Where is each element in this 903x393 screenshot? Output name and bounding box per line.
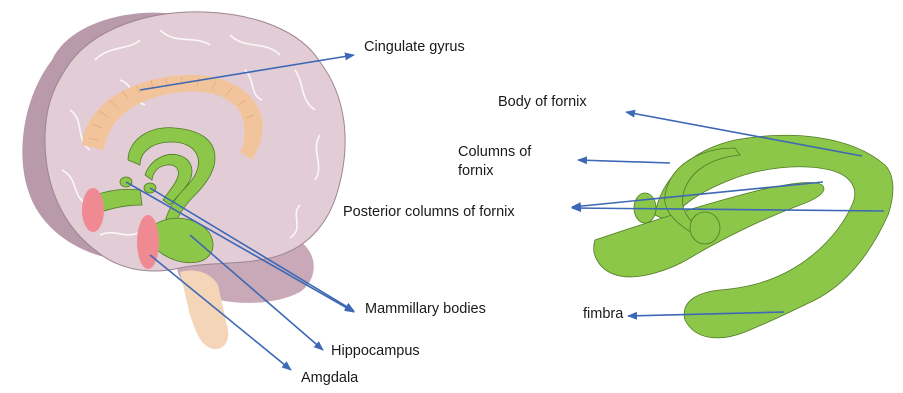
amygdala-left: [82, 188, 104, 232]
fornix-column-bulb-2: [690, 212, 720, 244]
label-columns-of-fornix: Columns of fornix: [458, 143, 531, 181]
arrow-columns-of-fornix: [578, 160, 670, 163]
label-mammillary-bodies: Mammillary bodies: [365, 300, 486, 319]
fornix-illustration: [594, 135, 893, 338]
label-body-of-fornix: Body of fornix: [498, 93, 587, 112]
amygdala-right: [137, 215, 159, 269]
label-hippocampus: Hippocampus: [331, 342, 420, 361]
label-posterior-columns-of-fornix: Posterior columns of fornix: [343, 203, 515, 222]
brain-illustration: [22, 12, 345, 349]
label-cingulate-gyrus: Cingulate gyrus: [364, 38, 465, 57]
label-amgdala: Amgdala: [301, 369, 358, 388]
label-fimbra: fimbra: [583, 305, 623, 324]
